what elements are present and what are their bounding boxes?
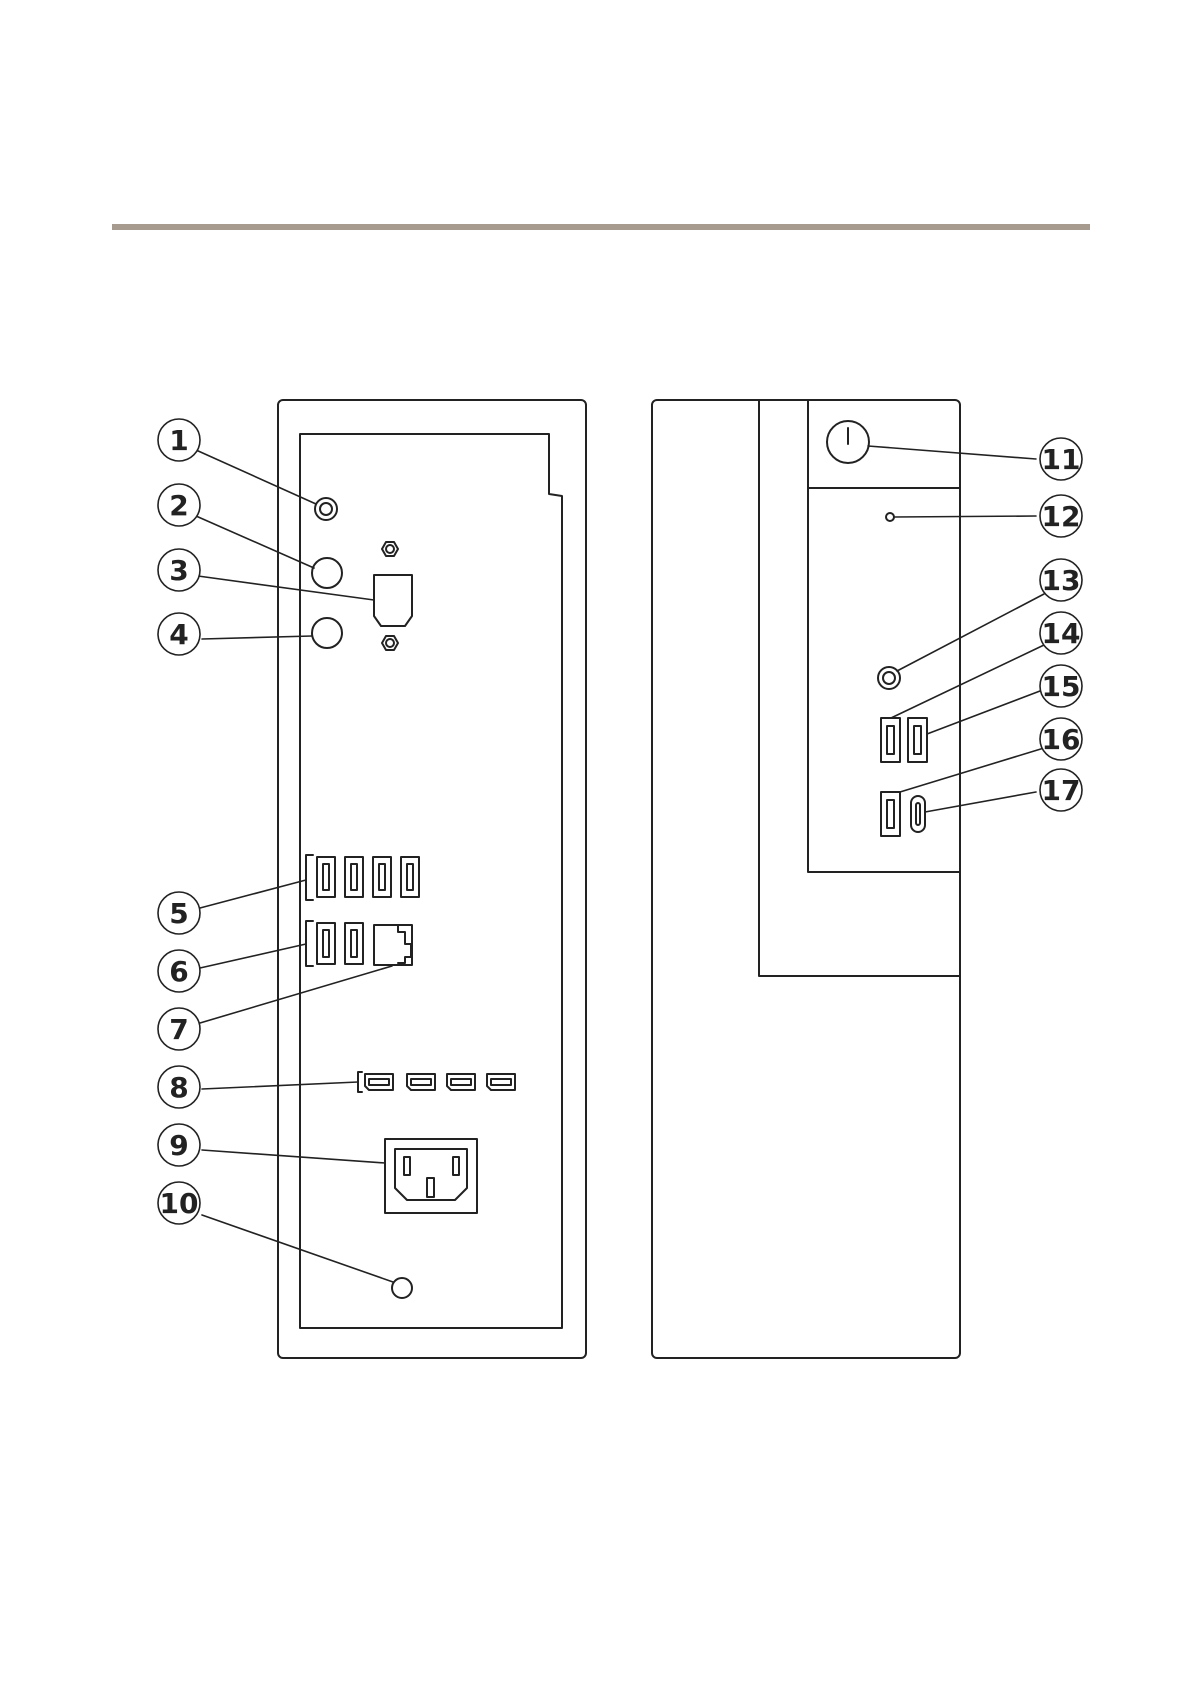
leader-line-8 — [202, 1082, 358, 1089]
callout-label: 3 — [169, 554, 188, 587]
callout-17: 17 — [1040, 769, 1082, 811]
usb-a-port-group — [306, 855, 419, 900]
rear-panel-outline — [278, 400, 586, 1358]
usb-a-port-icon — [881, 792, 900, 836]
callout-1: 1 — [158, 419, 200, 461]
front-panel — [652, 400, 960, 1358]
callout-9: 9 — [158, 1124, 200, 1166]
usb-c-port-icon — [911, 796, 925, 832]
displayport-icon — [407, 1074, 435, 1090]
activity-led-icon — [886, 513, 894, 521]
usb-a-port-icon — [317, 857, 335, 897]
displayport-icon — [365, 1074, 393, 1090]
power-button-icon — [827, 421, 869, 463]
callout-label: 11 — [1042, 443, 1081, 476]
callout-4: 4 — [158, 613, 200, 655]
usb-a-port-icon — [881, 718, 900, 762]
callout-11: 11 — [1040, 438, 1082, 480]
usb-a-port-icon — [373, 857, 391, 897]
callout-label: 12 — [1042, 500, 1081, 533]
displayport-icon — [487, 1074, 515, 1090]
leader-line-1 — [196, 450, 316, 504]
leader-line-17 — [925, 792, 1036, 812]
round-port-icon — [312, 558, 342, 588]
callout-16: 16 — [1040, 718, 1082, 760]
leader-line-14 — [891, 645, 1044, 718]
leader-line-3 — [198, 576, 374, 600]
callout-label: 15 — [1042, 670, 1081, 703]
leader-line-10 — [202, 1215, 393, 1282]
rear-panel — [278, 400, 586, 1358]
audio-jack-icon — [315, 498, 337, 520]
usb-a-port-icon — [345, 923, 363, 964]
leader-line-9 — [202, 1150, 385, 1163]
callout-3: 3 — [158, 549, 200, 591]
screw-hole-icon — [392, 1278, 412, 1298]
callout-label: 2 — [169, 489, 188, 522]
leader-line-2 — [196, 516, 314, 568]
callout-label: 5 — [169, 897, 188, 930]
callout-15: 15 — [1040, 665, 1082, 707]
leader-line-5 — [200, 880, 306, 908]
rj45-port-icon — [374, 925, 412, 965]
front-panel-outline — [652, 400, 960, 1358]
usb-a-port-icon — [908, 718, 927, 762]
usb-a-port-icon — [401, 857, 419, 897]
callout-10: 10 — [158, 1182, 200, 1224]
leader-line-13 — [897, 594, 1044, 671]
leader-line-7 — [200, 966, 392, 1023]
usb-a-port-icon — [317, 923, 335, 964]
power-connector-icon — [385, 1139, 477, 1213]
rear-panel-inner — [300, 434, 562, 1328]
callout-14: 14 — [1040, 612, 1082, 654]
callout-label: 9 — [169, 1129, 188, 1162]
leader-line-4 — [202, 636, 312, 639]
displayport-group — [358, 1072, 515, 1092]
callout-label: 8 — [169, 1071, 188, 1104]
callout-label: 7 — [169, 1013, 188, 1046]
callout-5: 5 — [158, 892, 200, 934]
leader-line-6 — [200, 944, 306, 968]
callout-label: 4 — [169, 618, 188, 651]
leader-line-11 — [868, 446, 1036, 459]
callout-7: 7 — [158, 1008, 200, 1050]
callout-8: 8 — [158, 1066, 200, 1108]
callout-label: 14 — [1042, 617, 1081, 650]
serial-port-icon — [374, 542, 412, 650]
callout-label: 13 — [1042, 564, 1081, 597]
round-port-icon — [312, 618, 342, 648]
leader-line-15 — [927, 691, 1040, 734]
leader-line-12 — [894, 516, 1036, 517]
callout-label: 16 — [1042, 723, 1081, 756]
front-panel-port-area — [808, 401, 960, 872]
usb-a-port-group — [306, 921, 363, 966]
callout-6: 6 — [158, 950, 200, 992]
callout-label: 17 — [1042, 774, 1081, 807]
callout-label: 1 — [169, 424, 188, 457]
callout-13: 13 — [1040, 559, 1082, 601]
callout-2: 2 — [158, 484, 200, 526]
displayport-icon — [447, 1074, 475, 1090]
callout-12: 12 — [1040, 495, 1082, 537]
callout-label: 10 — [160, 1187, 199, 1220]
callout-label: 6 — [169, 955, 188, 988]
usb-a-port-icon — [345, 857, 363, 897]
